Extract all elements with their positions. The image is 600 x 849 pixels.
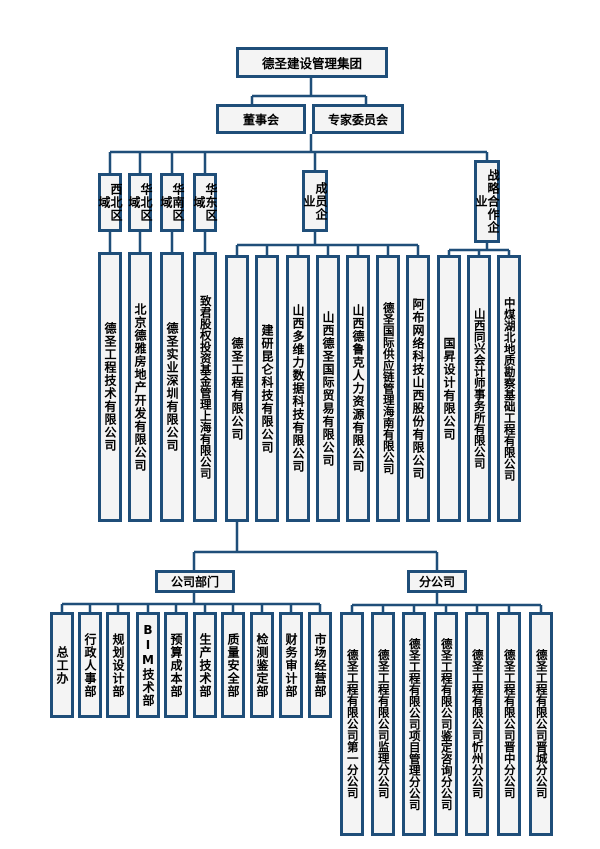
region-company: 北京德雅房地产开发有限公司	[128, 252, 152, 522]
region-northwest: 西北区域	[97, 173, 123, 232]
member-company: 山西德鲁克人力资源有限公司	[346, 255, 370, 522]
region-east: 华东区域	[192, 173, 218, 232]
expert-committee-node: 专家委员会	[312, 104, 404, 134]
member-company-degsheng-engineering: 德圣工程有限公司	[225, 255, 249, 522]
department-item: 质量安全部	[221, 612, 245, 718]
board-node: 董事会	[216, 104, 306, 134]
strategic-company: 国昇设计有限公司	[437, 255, 461, 522]
branch-item: 德圣工程有限公司晋中分公司	[497, 612, 521, 836]
strategic-company: 中煤湖北地质勘察基础工程有限公司	[497, 255, 521, 522]
member-company: 山西德圣国际贸易有限公司	[316, 255, 340, 522]
departments-node: 公司部门	[155, 570, 235, 593]
department-item: 总工办	[50, 612, 74, 718]
member-company: 阿布网络科技山西股份有限公司	[406, 255, 430, 522]
region-company: 德圣工程技术有限公司	[98, 252, 122, 522]
department-item: 财务审计部	[279, 612, 303, 718]
branches-node: 分公司	[407, 570, 467, 593]
branch-item: 德圣工程有限公司鉴定咨询分公司	[434, 612, 458, 836]
root-node: 德圣建设管理集团	[236, 47, 388, 78]
department-item: 行政人事部	[78, 612, 102, 718]
branch-item: 德圣工程有限公司项目管理分公司	[402, 612, 426, 836]
department-item: 规划设计部	[106, 612, 130, 718]
strategic-partners-node: 战略合作企业	[474, 160, 500, 243]
department-item: 预算成本部	[164, 612, 188, 718]
member-enterprises-node: 成员企业	[302, 170, 328, 232]
branch-item: 德圣工程有限公司第一分公司	[340, 612, 364, 836]
member-company: 山西多维力数据科技有限公司	[286, 255, 310, 522]
strategic-company: 山西同兴会计师事务所有限公司	[467, 255, 491, 522]
branch-item: 德圣工程有限公司忻州分公司	[465, 612, 489, 836]
department-item: BIM技术部	[136, 612, 160, 718]
region-north: 华北区域	[127, 173, 153, 232]
member-company: 德圣国际供应链管理海南有限公司	[376, 255, 400, 522]
department-item: 生产技术部	[193, 612, 217, 718]
region-south: 华南区域	[159, 173, 185, 232]
member-company: 建研昆仑科技有限公司	[255, 255, 279, 522]
region-company: 致君股权投资基金管理上海有限公司	[193, 252, 217, 522]
branch-item: 德圣工程有限公司监理分公司	[371, 612, 395, 836]
department-item: 检测鉴定部	[250, 612, 274, 718]
department-item: 市场经营部	[308, 612, 332, 718]
branch-item: 德圣工程有限公司晋城分公司	[529, 612, 553, 836]
region-company: 德圣实业深圳有限公司	[160, 252, 184, 522]
